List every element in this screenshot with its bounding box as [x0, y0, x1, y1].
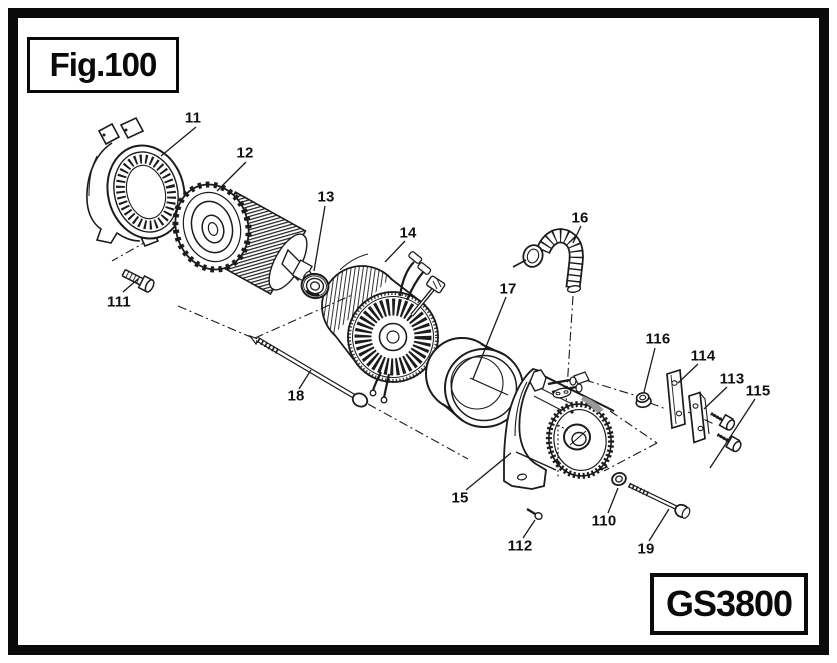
part-label-114: 114	[690, 347, 716, 365]
part-16-flexible-conduit	[512, 228, 584, 293]
part-label-110: 110	[591, 512, 617, 530]
part-111-screw	[121, 269, 155, 293]
part-label-18: 18	[287, 387, 305, 405]
part-label-16: 16	[571, 209, 589, 227]
model-number-box: GS3800	[650, 573, 808, 635]
part-label-115: 115	[745, 382, 771, 400]
part-114-plate	[666, 368, 686, 430]
page-border	[8, 8, 829, 655]
part-13-bearing	[300, 272, 330, 300]
part-label-11: 11	[184, 109, 202, 127]
model-number: GS3800	[665, 583, 793, 624]
part-label-116: 116	[645, 330, 671, 348]
part-label-19: 19	[637, 540, 655, 558]
part-label-15: 15	[451, 489, 469, 507]
part-12-rotor-fan	[172, 181, 314, 295]
part-label-13: 13	[317, 188, 335, 206]
part-15-end-bracket	[503, 368, 615, 490]
figure-number: Fig.100	[49, 46, 158, 83]
part-110-washer-nut	[611, 471, 627, 487]
part-label-12: 12	[236, 144, 254, 162]
part-14-stator	[321, 251, 446, 404]
part-112-screw	[526, 508, 543, 521]
part-label-113: 113	[719, 370, 745, 388]
part-18-through-bolt	[248, 334, 369, 408]
part-115-screws	[710, 412, 742, 453]
part-11-end-cover	[86, 116, 186, 248]
part-113-bracket	[688, 391, 710, 444]
part-label-14: 14	[399, 224, 417, 242]
leader-lines	[122, 126, 756, 542]
part-label-112: 112	[507, 537, 533, 555]
part-17-cover-band	[425, 337, 524, 428]
part-label-17: 17	[499, 280, 517, 298]
part-19-bolt	[627, 482, 691, 519]
part-116-nut	[635, 392, 652, 409]
part-label-111: 111	[107, 293, 131, 311]
figure-number-box: Fig.100	[27, 37, 179, 93]
